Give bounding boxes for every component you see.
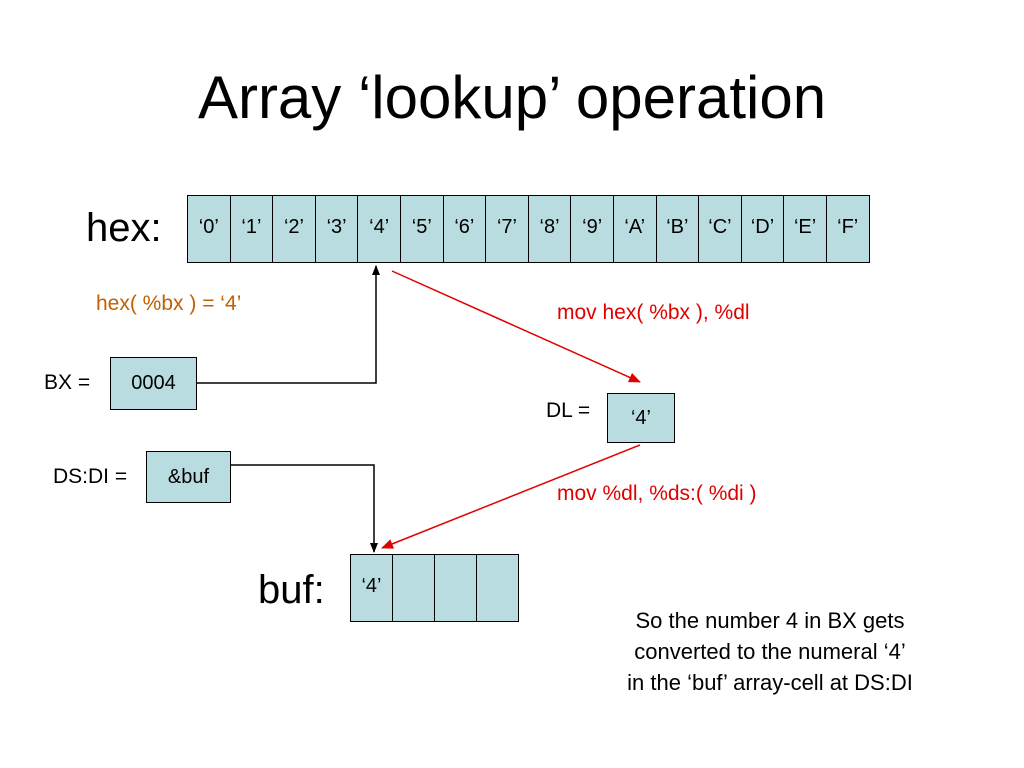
hex-cell-9: ‘9’ [570,195,614,263]
page-title: Array ‘lookup’ operation [197,64,827,131]
buf-label: buf: [258,568,325,612]
dsdi-value: &buf [167,465,210,488]
buf-array: ‘4’ [350,554,519,622]
hex-cell-8: ‘8’ [527,195,572,263]
bx-value: 0004 [131,372,176,394]
buf-cell-3 [476,554,519,622]
hex-to-dl-arrow [391,270,641,383]
hex-cell-15: ‘F’ [825,195,870,263]
dl-register: ‘4’ [607,393,675,443]
note-line-1: So the number 4 in BX gets [635,608,905,633]
hex-cell-10: ‘A’ [612,195,657,263]
lookup-expression: hex( %bx ) = ‘4’ [96,292,242,315]
dsdi-register: &buf [146,451,231,503]
buf-cell-2 [434,554,477,622]
bx-register: 0004 [110,357,197,410]
buf-cell-0: ‘4’ [350,554,393,622]
dl-label: DL = [546,399,591,422]
hex-cell-11: ‘B’ [655,195,700,263]
bx-label: BX = [44,371,91,394]
instruction-mov-hex-to-dl: mov hex( %bx ), %dl [557,301,750,324]
note-line-3: in the ‘buf’ array-cell at DS:DI [627,670,913,695]
instruction-mov-dl-to-buf: mov %dl, %ds:( %di ) [557,482,757,505]
bx-to-hex-arrow [197,265,380,384]
dl-value: ‘4’ [630,406,651,429]
hex-cell-1: ‘1’ [229,195,274,263]
hex-cell-7: ‘7’ [485,195,529,263]
dsdi-to-buf-arrow [231,464,378,553]
hex-label: hex: [86,206,162,250]
hex-cell-3: ‘3’ [314,195,359,263]
dl-to-buf-arrow [381,444,641,549]
hex-cell-5: ‘5’ [399,195,444,263]
hex-cell-12: ‘C’ [698,195,742,263]
note-line-2: converted to the numeral ‘4’ [634,639,906,664]
dsdi-label: DS:DI = [53,465,128,488]
hex-array: ‘0’‘1’‘2’‘3’‘4’‘5’‘6’‘7’‘8’‘9’‘A’‘B’‘C’‘… [187,195,870,263]
hex-cell-0: ‘0’ [187,195,231,263]
hex-cell-6: ‘6’ [442,195,487,263]
explanation-note: So the number 4 in BX gets converted to … [590,605,950,698]
